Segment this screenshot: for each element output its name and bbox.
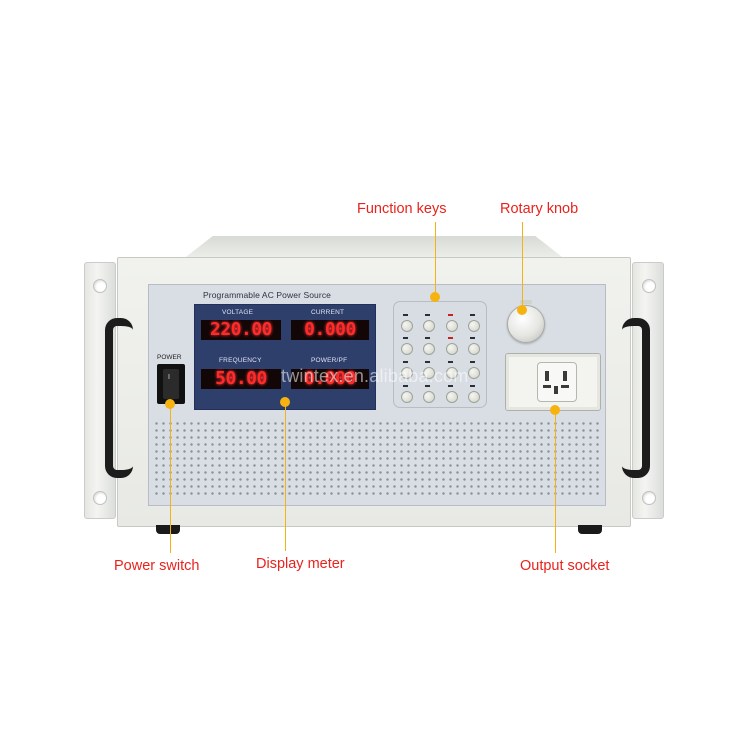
function-keys-dot — [430, 292, 440, 302]
key-indicator-led — [425, 385, 430, 387]
display-meter-dot — [280, 397, 290, 407]
socket-pin — [545, 371, 549, 381]
right-handle[interactable] — [622, 318, 650, 478]
function-key[interactable] — [468, 320, 480, 332]
key-indicator-led — [403, 314, 408, 316]
rotary-knob-dot — [517, 305, 527, 315]
left-handle[interactable] — [105, 318, 133, 478]
socket-face — [537, 362, 577, 402]
function-key[interactable] — [423, 367, 435, 379]
key-indicator-led — [448, 361, 453, 363]
key-indicator-led — [448, 337, 453, 339]
socket-pin — [563, 371, 567, 381]
voltage-label: VOLTAGE — [222, 309, 254, 316]
rack-mount-hole — [93, 491, 107, 505]
socket-pin — [561, 385, 569, 388]
display-meter-callout: Display meter — [256, 556, 345, 572]
function-key[interactable] — [401, 391, 413, 403]
socket-pin — [543, 385, 551, 388]
function-key[interactable] — [468, 367, 480, 379]
key-indicator-led — [470, 361, 475, 363]
key-indicator-led — [425, 361, 430, 363]
power-switch-callout: Power switch — [114, 558, 200, 574]
frequency-label: FREQUENCY — [219, 357, 262, 364]
key-indicator-led — [470, 385, 475, 387]
rotary-knob-leader — [522, 222, 524, 310]
powerpf-label: POWER/PF — [311, 357, 348, 364]
power-switch-dot — [165, 399, 175, 409]
knob-ridge — [520, 300, 532, 304]
function-key[interactable] — [401, 343, 413, 355]
function-keys-leader — [435, 222, 437, 297]
output-socket-dot — [550, 405, 560, 415]
function-key[interactable] — [423, 391, 435, 403]
function-key[interactable] — [446, 320, 458, 332]
socket-pin — [554, 386, 558, 394]
function-key[interactable] — [401, 367, 413, 379]
output-socket-leader — [555, 413, 557, 553]
rack-mount-hole — [642, 491, 656, 505]
key-indicator-led — [403, 337, 408, 339]
function-key[interactable] — [423, 320, 435, 332]
power-switch-leader — [170, 408, 172, 553]
current-readout: 0.000 — [291, 320, 369, 340]
function-key[interactable] — [423, 343, 435, 355]
panel-title: Programmable AC Power Source — [203, 290, 331, 300]
key-indicator-led — [425, 314, 430, 316]
function-key[interactable] — [468, 391, 480, 403]
rack-mount-hole — [642, 279, 656, 293]
power-rocker — [163, 369, 179, 399]
key-indicator-led — [448, 385, 453, 387]
function-keys-callout: Function keys — [357, 201, 447, 217]
key-indicator-led — [403, 385, 408, 387]
left-foot — [156, 525, 180, 534]
frequency-readout: 50.00 — [201, 369, 281, 389]
function-key[interactable] — [401, 320, 413, 332]
rack-mount-hole — [93, 279, 107, 293]
current-label: CURRENT — [311, 309, 345, 316]
display-meter-leader — [285, 406, 287, 551]
function-key[interactable] — [468, 343, 480, 355]
key-indicator-led — [470, 337, 475, 339]
power-on-mark: I — [168, 374, 170, 381]
function-key[interactable] — [446, 367, 458, 379]
power-label: POWER — [157, 354, 182, 361]
voltage-readout: 220.00 — [201, 320, 281, 340]
powerpf-readout: 0.000 — [291, 369, 369, 389]
key-indicator-led — [425, 337, 430, 339]
function-key[interactable] — [446, 391, 458, 403]
rotary-knob-callout: Rotary knob — [500, 201, 579, 217]
watermark: twintex.en.alibaba.com — [281, 366, 469, 386]
vent-grille — [153, 420, 599, 498]
key-indicator-led — [448, 314, 453, 316]
function-key[interactable] — [446, 343, 458, 355]
right-foot — [578, 525, 602, 534]
key-indicator-led — [403, 361, 408, 363]
output-socket-callout: Output socket — [520, 558, 610, 574]
power-switch[interactable]: I — [157, 364, 185, 404]
top-cover — [182, 236, 566, 260]
key-indicator-led — [470, 314, 475, 316]
